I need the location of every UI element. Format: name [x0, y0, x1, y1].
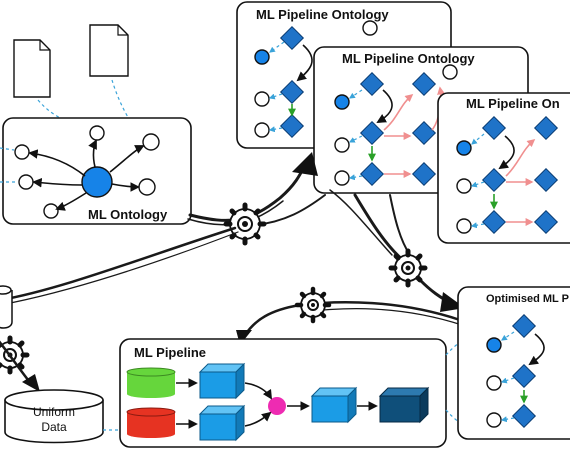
uniform-data-store: Uniform Data [4, 389, 104, 444]
ontology-node [142, 133, 160, 151]
arrow-icon [292, 152, 318, 176]
arrow-icon [22, 374, 40, 392]
database-icon [0, 285, 13, 329]
pipeline-graph-3 [456, 115, 559, 235]
optimised-pipeline-graph [486, 313, 545, 429]
gear-icon [388, 248, 428, 288]
gear-icon [223, 202, 267, 246]
gear-icon [0, 335, 30, 375]
merge-node [268, 397, 286, 415]
ontology-root-node [81, 166, 113, 198]
optimised-pipeline-panel [457, 286, 570, 440]
optimised-pipeline-label: Optimised ML P [486, 293, 569, 305]
red-dataset [126, 407, 176, 438]
processing-cube [310, 386, 358, 424]
document-link [111, 79, 141, 136]
ontology-node [43, 203, 59, 219]
green-dataset [126, 367, 176, 398]
model-cube [378, 386, 430, 424]
pipeline-ontology-label-2: ML Pipeline Ontology [342, 51, 475, 66]
ontology-graph [0, 125, 160, 219]
uniform-data-label-2: Data [41, 420, 67, 434]
ontology-node [18, 174, 34, 190]
pipeline-graph-2 [334, 64, 458, 187]
processing-cube [198, 404, 246, 442]
processing-cube [198, 362, 246, 400]
pipeline-ontology-label-1: ML Pipeline Ontology [256, 7, 389, 22]
uniform-data-label-1: Uniform [33, 405, 75, 419]
ontology-node [138, 178, 156, 196]
document-icon [89, 24, 129, 77]
ml-ontology-label: ML Ontology [88, 207, 168, 222]
ontology-node [89, 125, 105, 141]
gear-icon [294, 286, 332, 324]
pipeline-graph-1 [254, 20, 378, 139]
document-link [37, 99, 96, 129]
ml-pipeline-label: ML Pipeline [134, 345, 206, 360]
ontology-node [14, 144, 30, 160]
pipeline-ontology-label-3: ML Pipeline On [466, 96, 560, 111]
document-icon [13, 39, 51, 98]
ml-pipeline-graph [126, 362, 430, 442]
